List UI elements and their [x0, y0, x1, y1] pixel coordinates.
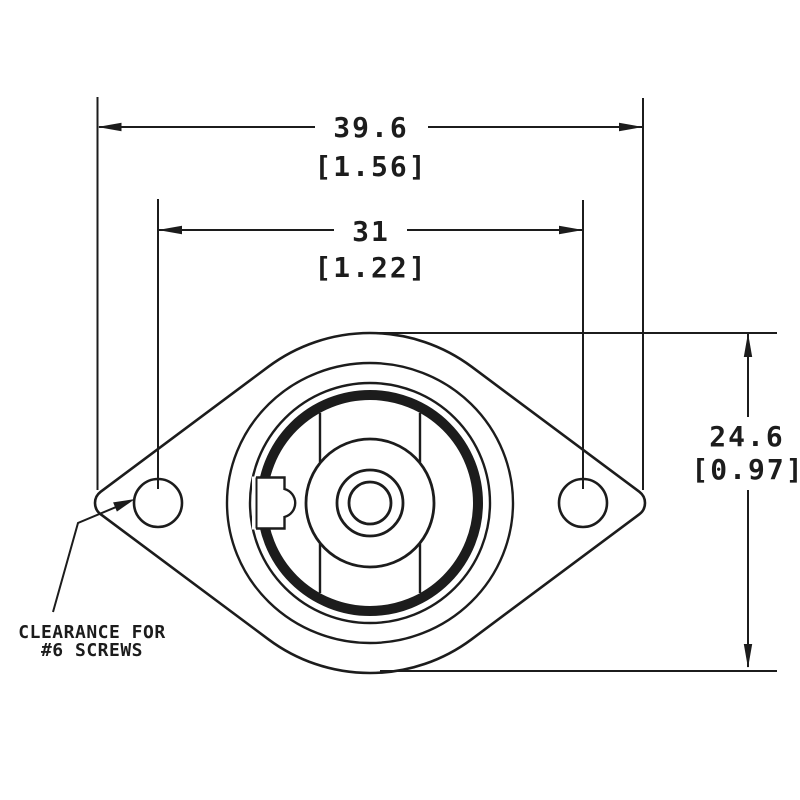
notch-mask [252, 476, 286, 530]
hole-spacing-metric-label: 31 [352, 215, 390, 248]
screw-clearance-callout: CLEARANCE FOR #6 SCREWS [18, 499, 165, 661]
body-height-metric-label: 24.6 [709, 420, 784, 453]
boss-oval [225, 361, 515, 645]
callout-line1: CLEARANCE FOR [18, 622, 165, 643]
overall-width-imperial-label: [1.56] [314, 150, 427, 183]
dimension-body-height: 24.6 [0.97] [374, 332, 800, 672]
flange-part [93, 331, 647, 675]
shaft-ring [335, 468, 405, 538]
center-hole [347, 480, 393, 526]
boss-step-circle [248, 381, 492, 625]
arrowhead-right-icon [619, 122, 643, 132]
flange-outline [93, 331, 647, 675]
arrowhead-left-icon [158, 225, 182, 235]
keyway-notch [256, 476, 297, 530]
leader-arrowhead-icon [113, 499, 135, 512]
arrowhead-left-icon [97, 122, 122, 132]
extension-lines-body-height [374, 332, 777, 672]
overall-width-metric-label: 39.6 [333, 111, 408, 144]
leader-line [52, 501, 129, 613]
callout-line2: #6 SCREWS [41, 640, 143, 661]
dimension-overall-width: 39.6 [1.56] [96, 97, 644, 490]
arrowhead-up-icon [743, 333, 753, 357]
arrowhead-right-icon [559, 225, 583, 235]
hub-circle [304, 437, 436, 569]
extension-lines-overall-width [96, 97, 644, 490]
body-height-imperial-label: [0.97] [691, 453, 800, 486]
dimension-hole-spacing: 31 [1.22] [157, 199, 584, 489]
arrowhead-down-icon [743, 644, 753, 668]
hole-spacing-imperial-label: [1.22] [314, 251, 427, 284]
extension-lines-hole-spacing [157, 199, 584, 489]
clip-band-lines [318, 413, 422, 593]
